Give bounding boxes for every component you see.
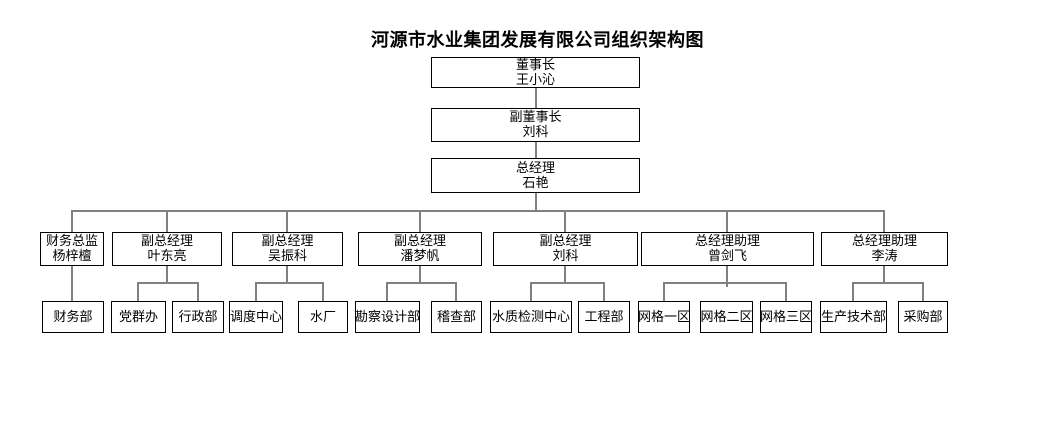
person-name: 叶东亮 — [147, 249, 187, 264]
role-label: 副总经理 — [261, 234, 314, 249]
dept-label: 网格三区 — [760, 309, 812, 325]
role-label: 副总经理 — [539, 234, 592, 249]
connector — [663, 282, 787, 284]
node-dept-waterworks: 水厂 — [298, 301, 348, 333]
dept-label: 勘察设计部 — [355, 309, 420, 325]
person-name: 王小沁 — [515, 72, 555, 88]
connector — [455, 282, 457, 301]
node-dept-finance: 财务部 — [42, 301, 104, 333]
person-name: 杨梓檀 — [52, 249, 92, 264]
connector — [603, 282, 605, 301]
person-name: 刘科 — [552, 249, 579, 264]
role-label: 财务总监 — [45, 234, 98, 249]
connector — [71, 210, 885, 212]
role-label: 总经理 — [515, 160, 555, 176]
dept-label: 采购部 — [903, 309, 943, 325]
role-label: 总经理助理 — [851, 234, 917, 249]
connector — [255, 282, 257, 301]
connector — [286, 210, 288, 232]
node-dept-water-quality-center: 水质检测中心 — [490, 301, 572, 333]
connector — [166, 266, 168, 282]
node-vice-chairman: 副董事长 刘科 — [431, 108, 640, 142]
connector — [286, 266, 288, 282]
person-name: 曾剑飞 — [707, 249, 747, 264]
connector — [322, 282, 324, 301]
person-name: 石艳 — [522, 175, 549, 191]
person-name: 李涛 — [871, 249, 898, 264]
node-dept-survey-design: 勘察设计部 — [355, 301, 420, 333]
node-dept-administration: 行政部 — [172, 301, 224, 333]
node-dept-grid-zone-3: 网格三区 — [760, 301, 812, 333]
connector — [883, 210, 885, 232]
node-dept-procurement: 采购部 — [898, 301, 948, 333]
person-name: 潘梦帆 — [400, 249, 440, 264]
dept-label: 工程部 — [584, 309, 624, 325]
connector — [386, 282, 457, 284]
connector — [530, 282, 605, 284]
role-label: 总经理助理 — [694, 234, 760, 249]
role-label: 副总经理 — [393, 234, 446, 249]
connector — [530, 282, 532, 301]
connector — [883, 266, 885, 282]
dept-label: 水质检测中心 — [491, 309, 570, 325]
node-deputy-gm-ye: 副总经理 叶东亮 — [112, 232, 222, 266]
connector — [726, 266, 728, 287]
connector — [535, 88, 537, 108]
dept-label: 生产技术部 — [821, 309, 887, 325]
role-label: 副董事长 — [509, 110, 562, 125]
node-chairman: 董事长 王小沁 — [431, 57, 640, 88]
node-deputy-gm-liu: 副总经理 刘科 — [493, 232, 638, 266]
dept-label: 财务部 — [53, 309, 93, 325]
node-general-manager: 总经理 石艳 — [431, 158, 640, 193]
node-dept-dispatch-center: 调度中心 — [229, 301, 283, 333]
role-label: 副总经理 — [140, 234, 193, 249]
node-deputy-gm-wu: 副总经理 吴振科 — [232, 232, 343, 266]
node-dept-grid-zone-1: 网格一区 — [638, 301, 690, 333]
dept-label: 党群办 — [118, 309, 158, 325]
dept-label: 网格一区 — [638, 309, 690, 325]
connector — [785, 282, 787, 301]
node-deputy-gm-pan: 副总经理 潘梦帆 — [358, 232, 482, 266]
connector — [166, 210, 168, 232]
dept-label: 行政部 — [178, 309, 218, 325]
role-label: 董事长 — [515, 57, 555, 73]
dept-label: 水厂 — [309, 309, 336, 325]
connector — [386, 282, 388, 301]
connector — [197, 282, 199, 301]
dept-label: 稽查部 — [436, 309, 476, 325]
node-gm-assistant-li: 总经理助理 李涛 — [821, 232, 948, 266]
connector — [419, 210, 421, 232]
connector — [852, 282, 854, 301]
node-dept-grid-zone-2: 网格二区 — [700, 301, 753, 333]
node-dept-party-affairs: 党群办 — [111, 301, 166, 333]
connector — [726, 210, 728, 232]
connector — [852, 282, 924, 284]
connector — [71, 266, 73, 301]
connector — [137, 282, 199, 284]
person-name: 刘科 — [522, 125, 549, 140]
node-gm-assistant-zeng: 总经理助理 曾剑飞 — [641, 232, 814, 266]
dept-label: 调度中心 — [230, 309, 283, 325]
node-dept-engineering: 工程部 — [578, 301, 630, 333]
connector — [137, 282, 139, 301]
connector — [535, 142, 537, 159]
connector — [419, 266, 421, 282]
connector — [663, 282, 665, 301]
page-title: 河源市水业集团发展有限公司组织架构图 — [371, 30, 704, 51]
connector — [535, 193, 537, 211]
dept-label: 网格二区 — [700, 309, 753, 325]
node-dept-inspection: 稽查部 — [431, 301, 482, 333]
person-name: 吴振科 — [267, 249, 307, 264]
node-finance-director: 财务总监 杨梓檀 — [40, 232, 104, 266]
connector — [564, 210, 566, 232]
connector — [255, 282, 324, 284]
connector — [564, 266, 566, 282]
connector — [922, 282, 924, 301]
connector — [71, 210, 73, 232]
node-dept-production-tech: 生产技术部 — [820, 301, 887, 333]
